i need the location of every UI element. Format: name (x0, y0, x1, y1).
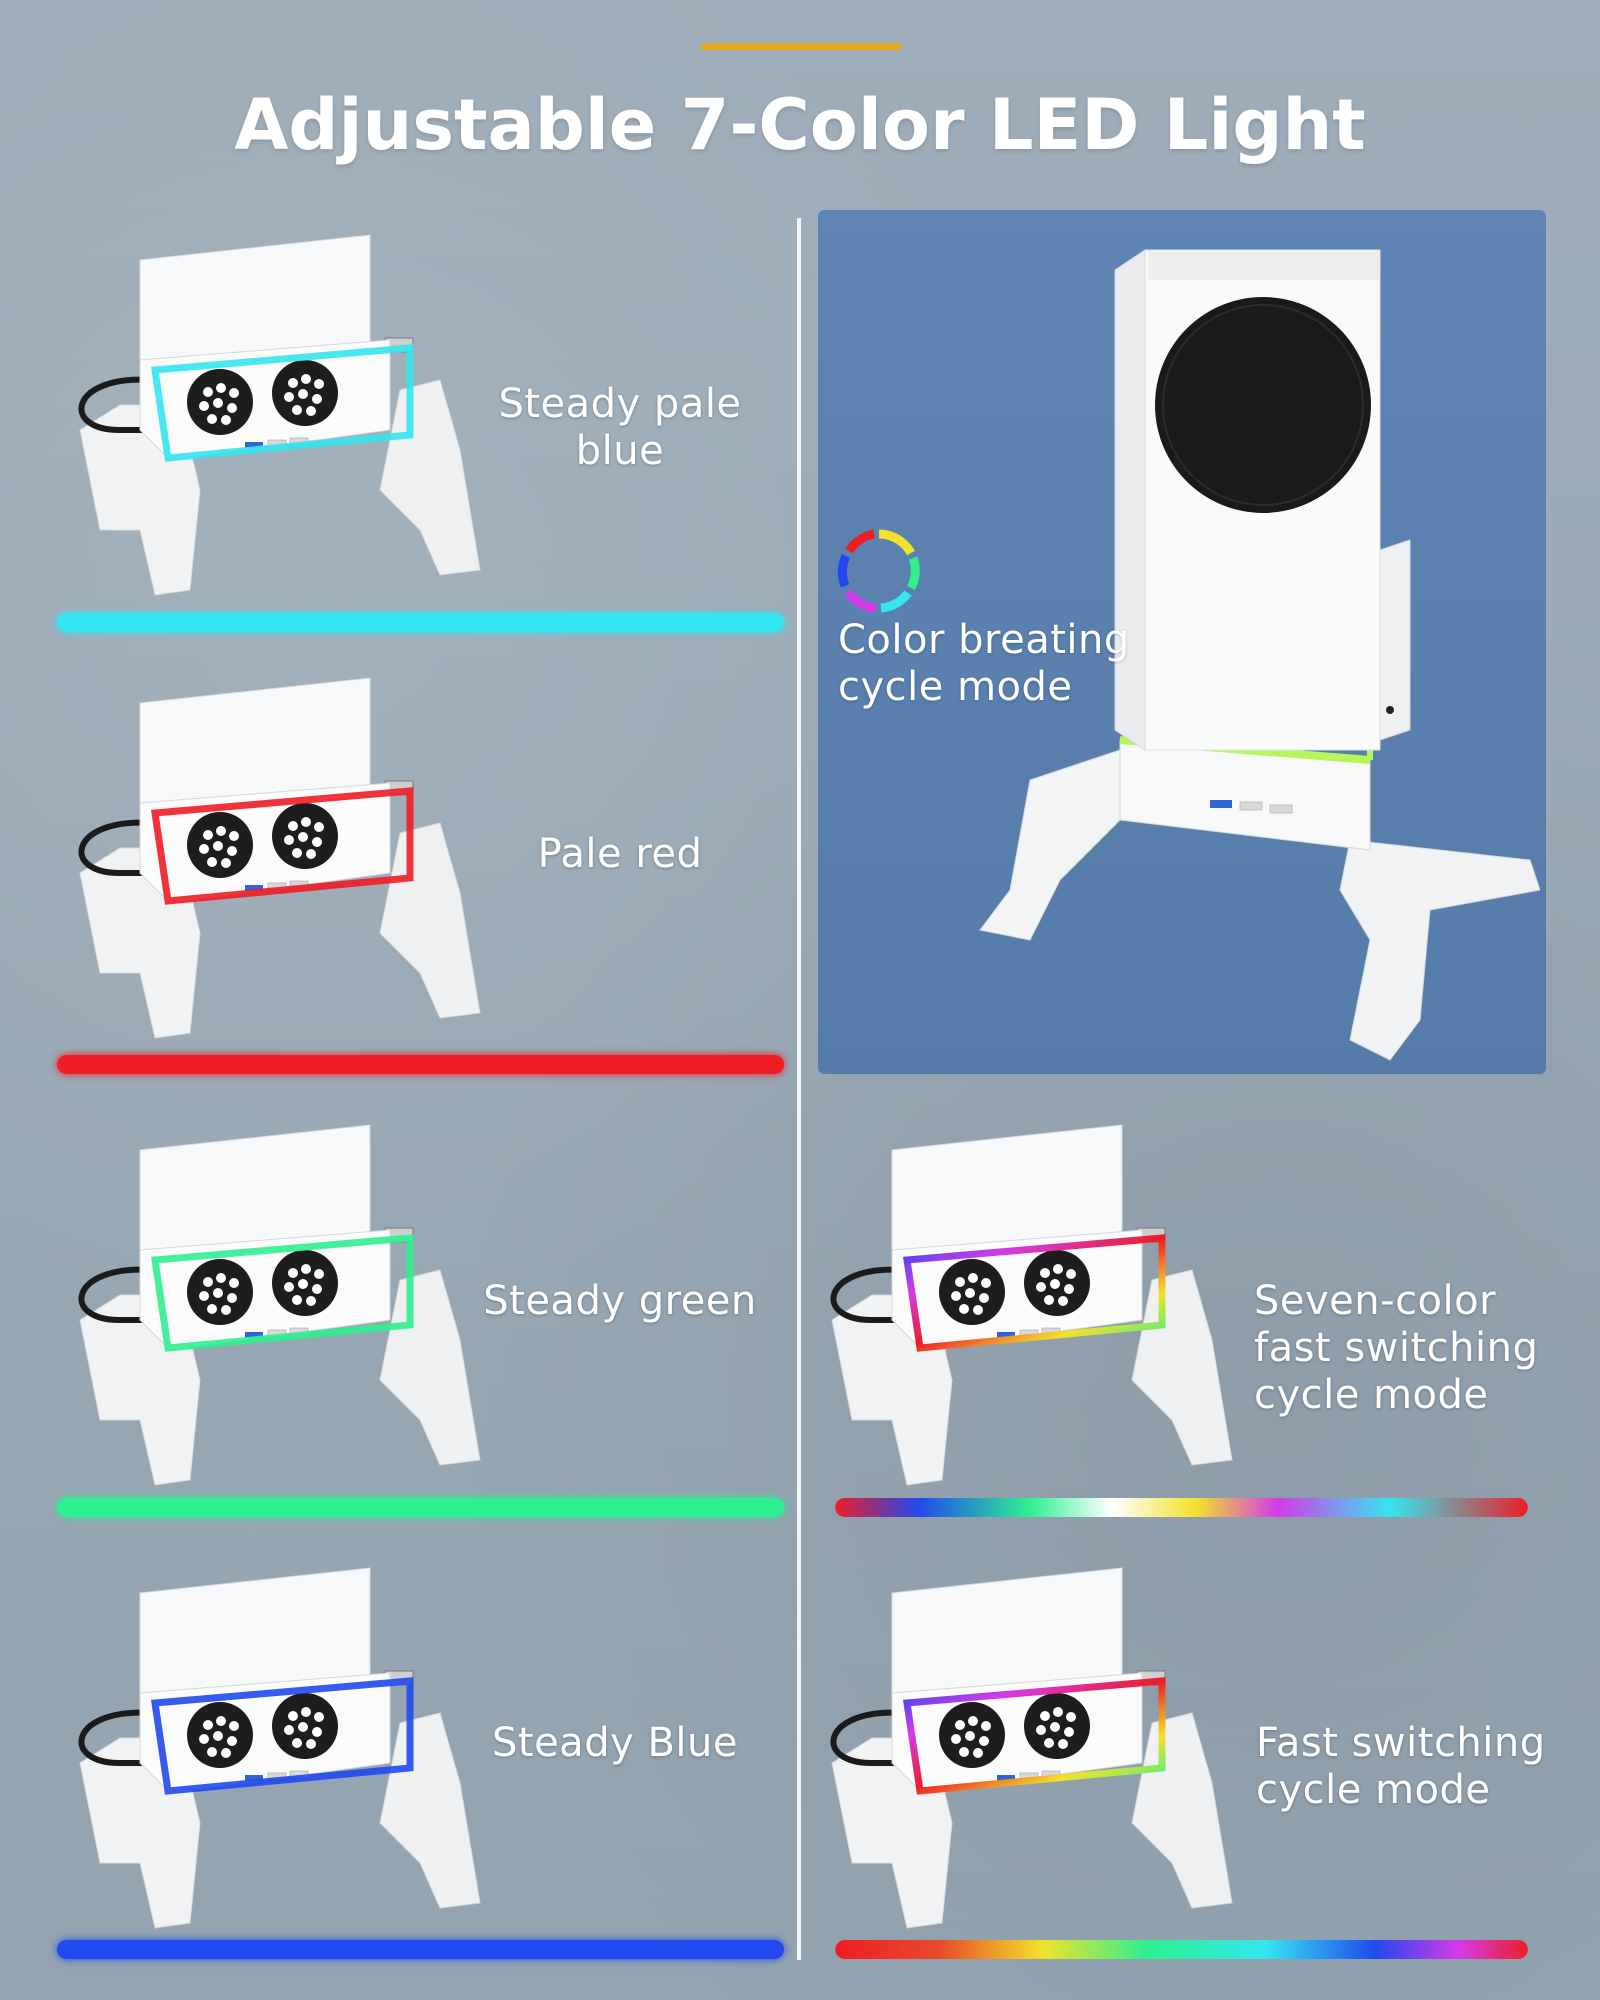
mode-label-line: Steady Blue (492, 1720, 738, 1766)
mode-label-line: fast switching (1254, 1325, 1539, 1371)
stand-image-green (60, 1120, 500, 1500)
featured-label-line: cycle mode (838, 664, 1073, 710)
page-title: Adjustable 7-Color LED Light (234, 84, 1366, 166)
mode-label-line: cycle mode (1254, 1372, 1489, 1418)
color-ring-icon (837, 529, 920, 613)
column-divider (797, 218, 801, 1960)
color-strip-seven-color (835, 1498, 1528, 1517)
mode-label-line: Steady green (483, 1278, 757, 1324)
mode-label-line: Pale red (537, 831, 703, 877)
color-strip-pale-blue (57, 613, 784, 632)
stand-image-pale-blue (60, 230, 500, 610)
mode-label: Pale red (480, 831, 760, 878)
mode-label: Steady pale blue (480, 381, 760, 475)
mode-label: Fast switching cycle mode (1256, 1720, 1576, 1814)
color-strip-blue (57, 1940, 784, 1959)
stand-image-fast-switch (812, 1563, 1252, 1943)
mode-label-line: blue (575, 428, 665, 474)
mode-label-line: Steady pale (498, 381, 742, 427)
mode-label: Steady green (470, 1278, 770, 1325)
mode-label: Steady Blue (470, 1720, 760, 1767)
stand-image-pale-red (60, 673, 500, 1053)
stand-image-blue (60, 1563, 500, 1943)
mode-label-line: cycle mode (1256, 1767, 1491, 1813)
mode-label-line: Seven-color (1254, 1278, 1497, 1324)
stand-image-seven-color (812, 1120, 1252, 1500)
mode-label-line: Fast switching (1256, 1720, 1546, 1766)
color-strip-green (57, 1498, 784, 1517)
console-on-stand-image (979, 249, 1540, 1061)
featured-label: Color breating cycle mode (838, 617, 1130, 711)
title-accent-bar (701, 43, 901, 50)
color-strip-fast-switch (835, 1940, 1528, 1959)
mode-label: Seven-color fast switching cycle mode (1254, 1278, 1574, 1419)
featured-label-line: Color breating (838, 617, 1130, 663)
color-strip-pale-red (57, 1055, 784, 1074)
